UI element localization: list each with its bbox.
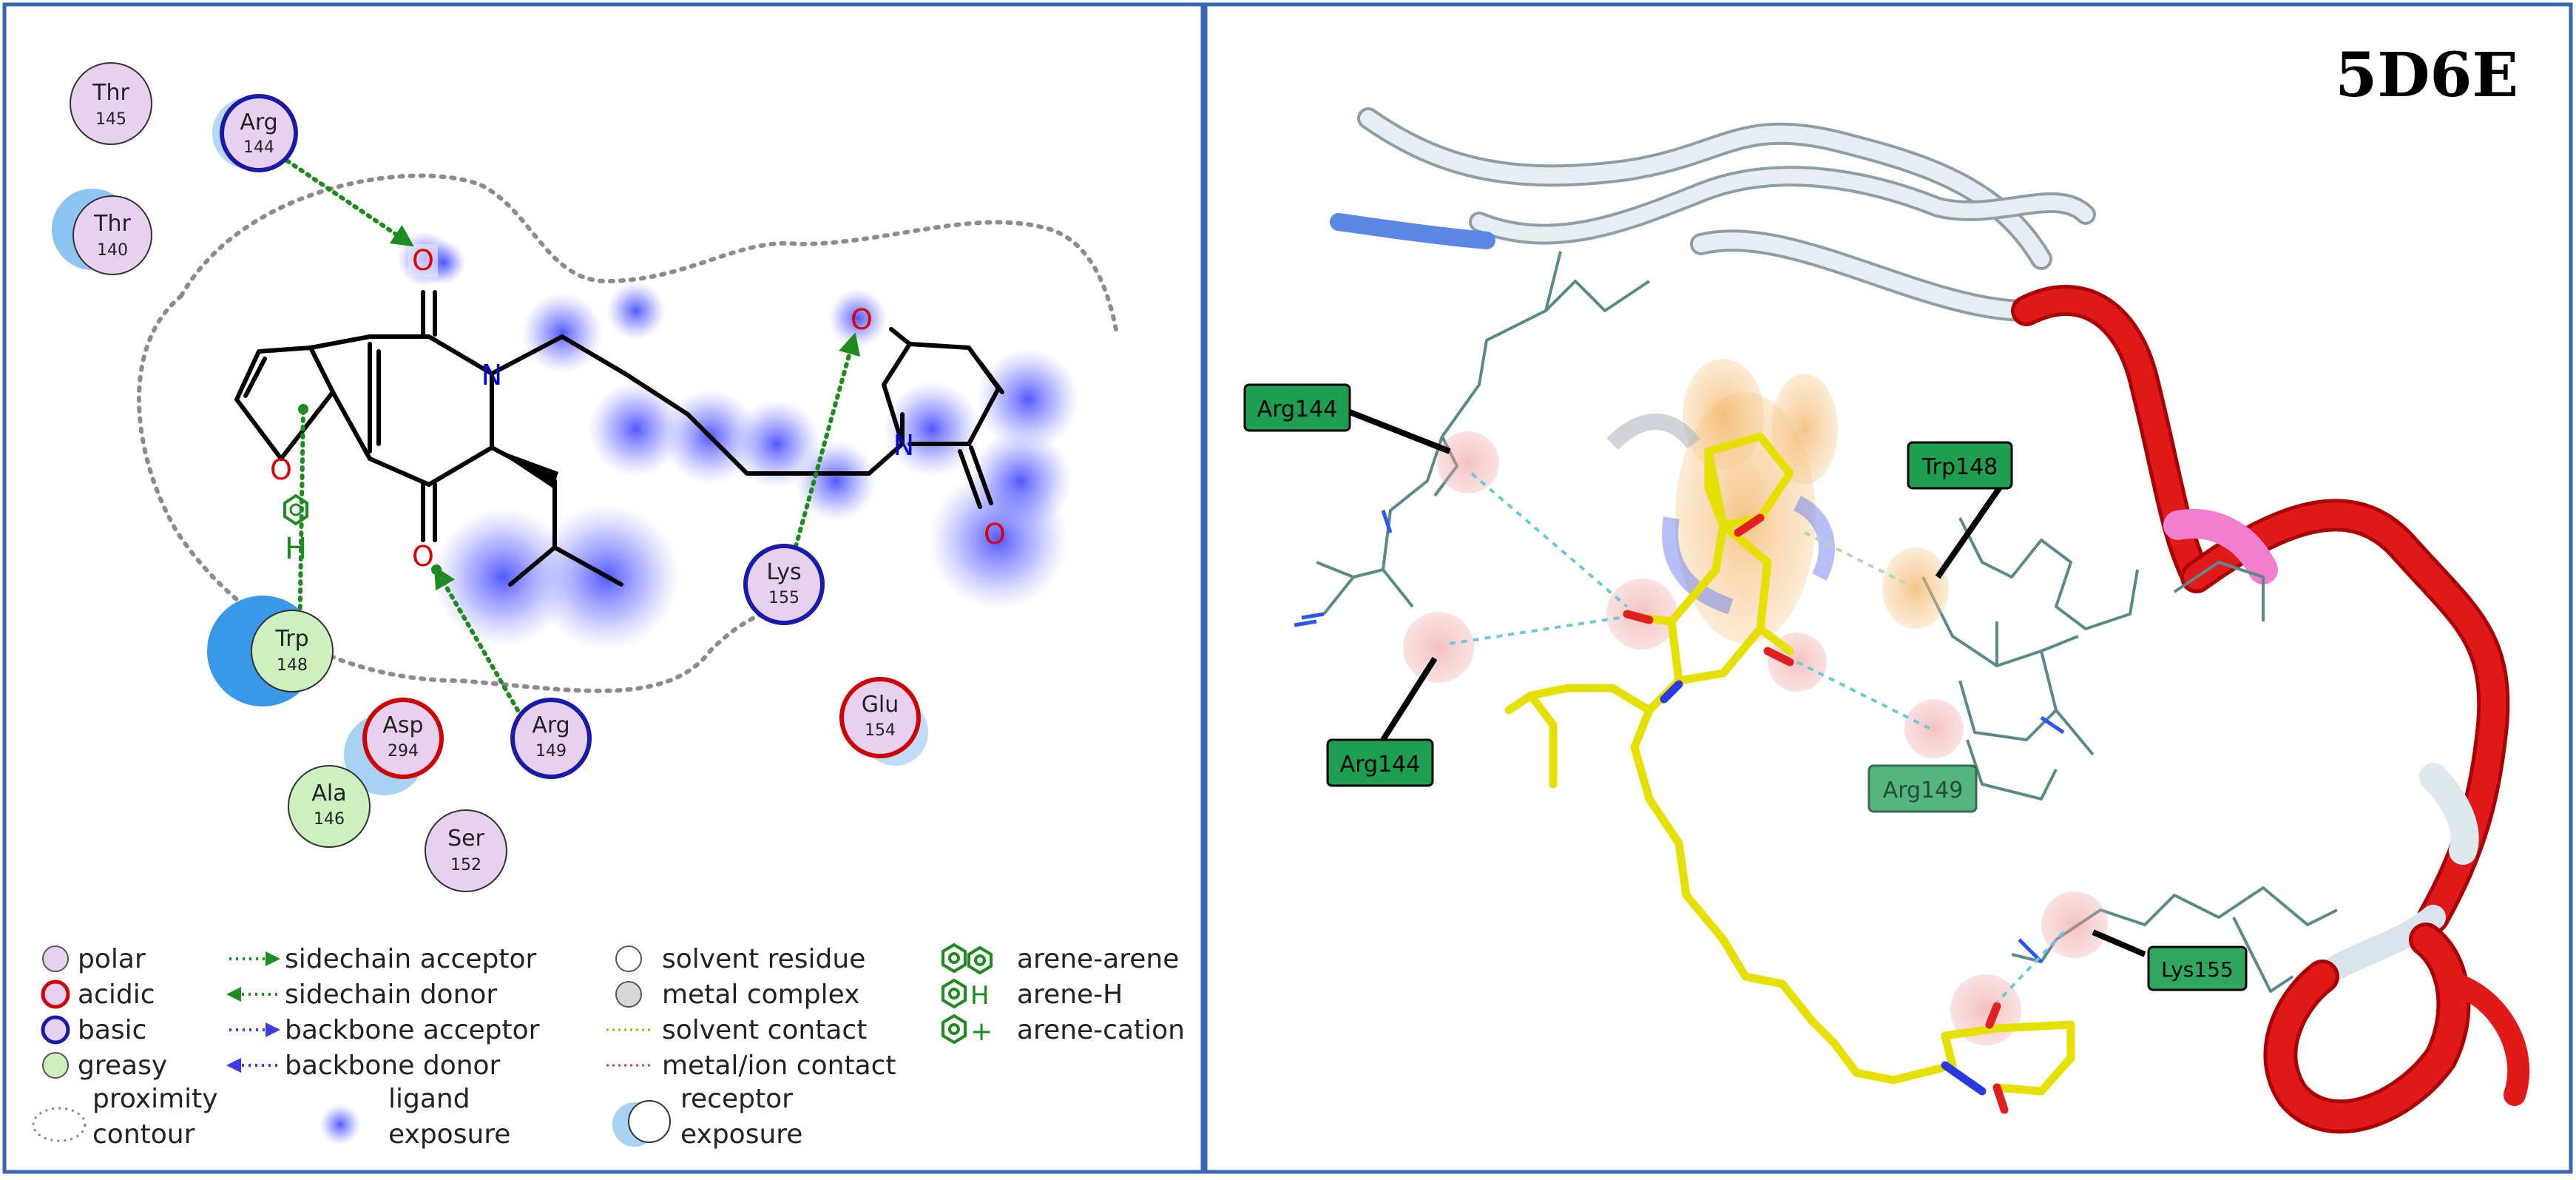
svg-text:140: 140 bbox=[97, 241, 128, 260]
legend-backbone-acceptor: backbone acceptor bbox=[285, 1015, 540, 1045]
label-lys155: Lys155 bbox=[2147, 945, 2248, 991]
legend-ligand-exposure-2: exposure bbox=[388, 1119, 510, 1150]
legend-basic: basic bbox=[78, 1015, 146, 1045]
legend-receptor-exposure-2: exposure bbox=[680, 1119, 802, 1150]
legend: polar acidic basic greasy proximity cont… bbox=[32, 943, 1185, 1150]
legend-proximity-2: contour bbox=[92, 1119, 195, 1150]
residue-arg144: Arg 144 bbox=[220, 94, 298, 172]
svg-text:Arg: Arg bbox=[532, 712, 569, 738]
svg-text:Glu: Glu bbox=[862, 692, 899, 718]
legend-ligand-exposure-1: ligand bbox=[388, 1084, 470, 1114]
legend-arene-h: arene-H bbox=[1017, 980, 1123, 1010]
residue-glu154: Glu 154 bbox=[839, 677, 921, 758]
svg-text:145: 145 bbox=[95, 110, 126, 129]
svg-text:Thr: Thr bbox=[92, 80, 129, 106]
svg-text:154: 154 bbox=[865, 721, 896, 740]
ligand-3d-heteroatoms bbox=[1623, 513, 2009, 1114]
atom-o-top: O bbox=[412, 244, 434, 277]
svg-text:294: 294 bbox=[388, 742, 419, 761]
interaction-map-2d: O O O N N O O H bbox=[52, 62, 1119, 892]
svg-text:Lys: Lys bbox=[766, 559, 801, 585]
label-arg144-bottom: Arg144 bbox=[1326, 738, 1434, 787]
legend-solvent-contact: solvent contact bbox=[662, 1015, 867, 1045]
residue-asp294: Asp 294 bbox=[362, 698, 444, 779]
atom-o-maleimide-bottom: O bbox=[984, 518, 1006, 550]
svg-text:146: 146 bbox=[314, 810, 345, 829]
svg-text:144: 144 bbox=[243, 138, 274, 157]
legend-receptor-exposure-1: receptor bbox=[680, 1084, 793, 1114]
atom-n-maleimide: N bbox=[893, 429, 914, 462]
svg-text:Arg: Arg bbox=[240, 109, 277, 135]
svg-text:Arg149: Arg149 bbox=[1883, 778, 1964, 803]
ligand-2d-structure bbox=[234, 290, 1004, 587]
arene-h-marker: H bbox=[283, 493, 308, 566]
residue-ser152: Ser 152 bbox=[425, 809, 507, 892]
legend-sidechain-donor: sidechain donor bbox=[285, 980, 497, 1010]
ligand-wedge-bond bbox=[492, 448, 558, 488]
protein-helix-red bbox=[2011, 285, 2530, 1134]
svg-text:148: 148 bbox=[277, 656, 308, 675]
svg-text:Ser: Ser bbox=[447, 826, 485, 852]
legend-backbone-donor: backbone donor bbox=[285, 1051, 501, 1081]
atom-o-bottom: O bbox=[412, 540, 434, 573]
legend-arene-arene: arene-arene bbox=[1017, 944, 1179, 974]
svg-text:Arg144: Arg144 bbox=[1340, 752, 1421, 778]
legend-greasy: greasy bbox=[78, 1051, 167, 1081]
legend-polar: polar bbox=[78, 944, 146, 974]
residue-thr145: Thr 145 bbox=[70, 62, 152, 145]
residue-sticks bbox=[1316, 251, 2338, 993]
svg-text:Asp: Asp bbox=[382, 712, 423, 738]
structure-3d-view: 5D6E bbox=[1243, 40, 2530, 1134]
svg-text:152: 152 bbox=[450, 856, 481, 874]
svg-text:Ala: Ala bbox=[311, 781, 346, 806]
pdb-id-label: 5D6E bbox=[2335, 40, 2518, 111]
legend-arene-cation: arene-cation bbox=[1017, 1015, 1185, 1045]
svg-text:H: H bbox=[285, 532, 307, 566]
residue-trp148: Trp 148 bbox=[251, 610, 334, 692]
legend-arene-h-glyph: H bbox=[970, 981, 990, 1011]
legend-metal-complex: metal complex bbox=[662, 980, 859, 1010]
residue-thr140: Thr 140 bbox=[72, 195, 152, 275]
label-arg144-top: Arg144 bbox=[1243, 383, 1351, 432]
hbond-dashes-3d bbox=[1449, 472, 2065, 1004]
residue-arg149: Arg 149 bbox=[510, 698, 592, 779]
svg-text:149: 149 bbox=[535, 742, 567, 761]
atom-o-maleimide-top: O bbox=[851, 303, 873, 336]
legend-proximity-1: proximity bbox=[92, 1084, 218, 1114]
atom-o-furan: O bbox=[270, 454, 292, 486]
svg-text:Trp148: Trp148 bbox=[1921, 454, 1998, 480]
residue-lys155: Lys 155 bbox=[743, 544, 825, 625]
label-arg149: Arg149 bbox=[1867, 764, 1978, 813]
legend-arene-cation-glyph: + bbox=[970, 1017, 993, 1047]
protein-ribbon-white bbox=[1330, 107, 2096, 322]
residue-ala146: Ala 146 bbox=[288, 765, 371, 848]
callout-lines bbox=[1345, 408, 2146, 957]
legend-acidic: acidic bbox=[78, 980, 155, 1010]
svg-text:Lys155: Lys155 bbox=[2161, 957, 2234, 982]
svg-text:Trp: Trp bbox=[274, 626, 308, 652]
ligand-atoms: O O O N N O O bbox=[270, 244, 1006, 573]
label-trp148: Trp148 bbox=[1907, 441, 2013, 490]
hbond-lines bbox=[271, 149, 861, 712]
legend-metal-ion-contact: metal/ion contact bbox=[662, 1051, 896, 1081]
legend-sidechain-acceptor: sidechain acceptor bbox=[285, 944, 536, 974]
svg-text:155: 155 bbox=[768, 589, 799, 607]
svg-text:Thr: Thr bbox=[93, 211, 131, 237]
svg-text:Arg144: Arg144 bbox=[1257, 397, 1338, 422]
proximity-contour bbox=[137, 173, 1119, 693]
legend-solvent-residue: solvent residue bbox=[662, 944, 865, 974]
atom-n-ring: N bbox=[481, 359, 502, 391]
